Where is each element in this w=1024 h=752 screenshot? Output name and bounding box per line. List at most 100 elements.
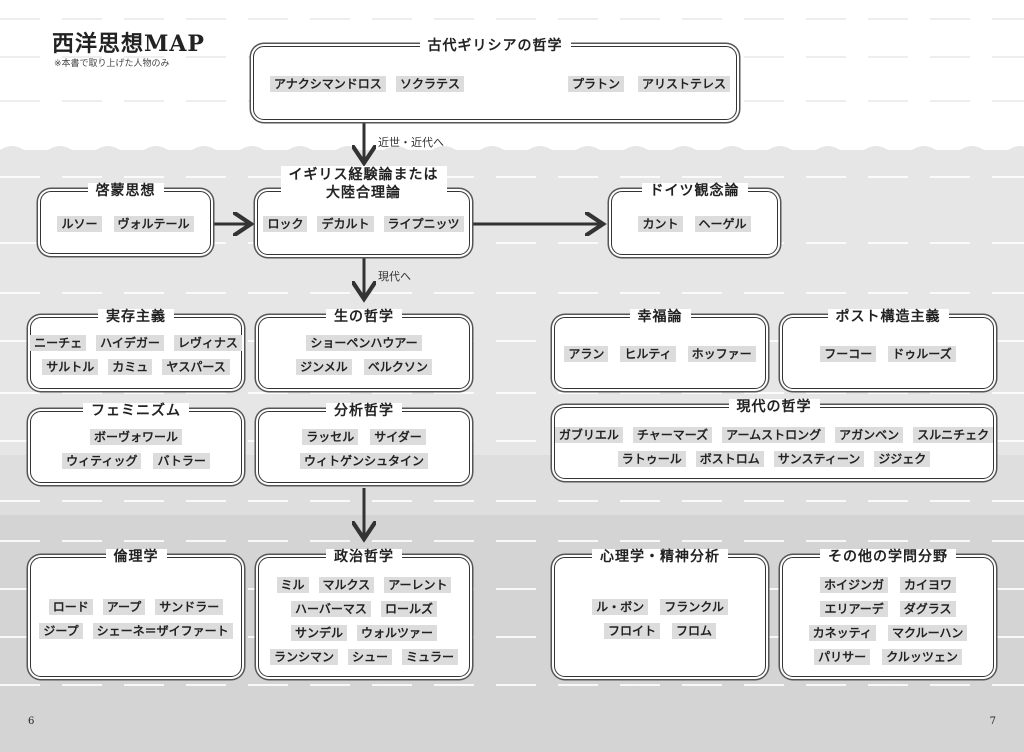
person-name: フロム bbox=[672, 623, 717, 639]
arrow-label-early-modern: 近世・近代へ bbox=[378, 136, 444, 149]
person-name: ラトゥール bbox=[617, 451, 686, 467]
decor-dashes bbox=[0, 18, 1024, 20]
person-name: デカルト bbox=[317, 216, 374, 232]
person-name: アープ bbox=[102, 599, 146, 615]
arrow-label-contemporary: 現代へ bbox=[378, 270, 411, 283]
person-name: フーコー bbox=[820, 346, 877, 362]
person-name: ヒルティ bbox=[620, 346, 676, 362]
box-title: 政治哲学 bbox=[326, 549, 402, 565]
person-name: シェーネ＝ザイファート bbox=[92, 623, 233, 639]
box-title: イギリス経験論または bbox=[288, 167, 439, 183]
person-name: ミル bbox=[276, 577, 309, 593]
person-name: サルトル bbox=[42, 359, 99, 375]
decor-dashes bbox=[0, 540, 1024, 542]
box-contemporary-philosophy: 現代の哲学 ガブリエル チャーマーズ アームストロング アガンベン スルニチェク… bbox=[554, 399, 994, 479]
person-name: ジジェク bbox=[874, 451, 931, 467]
box-title: 大陸合理論 bbox=[326, 185, 401, 201]
box-ethics: 倫理学 ロード アープ サンドラー ジープ シェーネ＝ザイファート bbox=[30, 549, 242, 677]
person-name: レヴィナス bbox=[173, 335, 242, 351]
box-title: 分析哲学 bbox=[326, 403, 402, 419]
person-name: ルソー bbox=[57, 216, 102, 232]
person-name: ガブリエル bbox=[554, 427, 623, 443]
person-name: クルッツェン bbox=[882, 649, 962, 665]
person-name: スルニチェク bbox=[913, 427, 994, 443]
person-name: アガンベン bbox=[835, 427, 904, 443]
person-name: サンスティーン bbox=[773, 451, 865, 467]
box-title: 倫理学 bbox=[105, 549, 167, 565]
box-enlightenment: 啓蒙思想 ルソー ヴォルテール bbox=[40, 183, 211, 254]
box-ancient-greek: 古代ギリシアの哲学 アナクシマンドロス ソクラテス プラトン アリストテレス bbox=[253, 38, 737, 120]
page-subtitle: ※本書で取り上げた人物のみ bbox=[54, 59, 170, 69]
box-existentialism: 実存主義 ニーチェ ハイデガー レヴィナス サルトル カミュ ヤスパース bbox=[30, 309, 242, 389]
decor-dashes bbox=[0, 684, 1024, 686]
box-analytic-philosophy: 分析哲学 ラッセル サイダー ウィトゲンシュタイン bbox=[258, 403, 470, 483]
person-name: ニーチェ bbox=[30, 335, 87, 351]
decor-dashes bbox=[0, 292, 1024, 294]
person-name: サイダー bbox=[370, 429, 426, 445]
person-name: ボーヴォワール bbox=[89, 429, 182, 445]
person-name: プラトン bbox=[568, 76, 625, 92]
page-title: 西洋思想MAP bbox=[52, 31, 205, 57]
person-name: カイヨワ bbox=[900, 577, 957, 593]
person-name: アームストロング bbox=[722, 427, 826, 443]
box-german-idealism: ドイツ観念論 カント ヘーゲル bbox=[611, 183, 778, 255]
person-name: シュー bbox=[347, 649, 392, 665]
box-poststructuralism: ポスト構造主義 フーコー ドゥルーズ bbox=[782, 309, 994, 389]
decor-dashes bbox=[0, 242, 1024, 244]
box-title: 啓蒙思想 bbox=[87, 183, 164, 199]
person-name: サンデル bbox=[290, 625, 347, 641]
person-name: ウィティッグ bbox=[62, 453, 142, 469]
person-name: ウォルツァー bbox=[357, 625, 438, 641]
decor-dashes bbox=[0, 588, 1024, 590]
person-name: アリストテレス bbox=[638, 76, 731, 92]
box-title: 古代ギリシアの哲学 bbox=[419, 38, 571, 54]
person-name: ジンメル bbox=[296, 359, 352, 375]
person-name: ハイデガー bbox=[96, 335, 164, 351]
person-name: カネッティ bbox=[808, 625, 876, 641]
box-psychology: 心理学・精神分析 ル・ボン フランクル フロイト フロム bbox=[554, 549, 766, 677]
person-name: アラン bbox=[564, 346, 609, 362]
box-empiricism-rationalism: イギリス経験論または 大陸合理論 ロック デカルト ライプニッツ bbox=[257, 166, 470, 255]
person-name: ラッセル bbox=[302, 429, 359, 445]
person-name: パリサー bbox=[814, 649, 871, 665]
person-name: カミュ bbox=[108, 359, 153, 375]
box-title: 心理学・精神分析 bbox=[592, 549, 728, 565]
person-name: ホイジンガ bbox=[819, 577, 888, 593]
person-name: エリアーデ bbox=[820, 601, 888, 617]
person-name: マクルーハン bbox=[887, 625, 968, 641]
person-name: ヴォルテール bbox=[113, 216, 194, 232]
person-name: ヘーゲル bbox=[694, 216, 751, 232]
person-name: バトラー bbox=[153, 453, 210, 469]
person-name: ライプニッツ bbox=[383, 216, 464, 232]
box-title: ポスト構造主義 bbox=[827, 309, 949, 325]
decor-dashes bbox=[0, 176, 1024, 178]
decor-dashes bbox=[0, 392, 1024, 394]
person-name: ボストロム bbox=[695, 451, 764, 467]
person-name: ランシマン bbox=[269, 649, 338, 665]
person-name: ハーバーマス bbox=[291, 601, 371, 617]
person-name: カント bbox=[638, 216, 683, 232]
person-name: アーレント bbox=[384, 577, 452, 593]
box-philosophy-of-life: 生の哲学 ショーペンハウアー ジンメル ベルクソン bbox=[258, 309, 470, 389]
box-title: その他の学問分野 bbox=[820, 549, 956, 565]
person-name: サンドラー bbox=[155, 599, 224, 615]
person-name: フロイト bbox=[603, 623, 660, 639]
person-name: ル・ボン bbox=[592, 599, 649, 615]
wave-divider bbox=[0, 146, 1024, 158]
person-name: ソクラテス bbox=[396, 76, 465, 92]
decor-dashes bbox=[0, 340, 1024, 342]
person-name: ロード bbox=[48, 599, 93, 615]
person-name: チャーマーズ bbox=[632, 427, 713, 443]
box-title: 幸福論 bbox=[629, 309, 691, 325]
person-name: ロック bbox=[263, 216, 308, 232]
person-name: ダグラス bbox=[899, 601, 956, 617]
person-name: ショーペンハウアー bbox=[306, 335, 422, 351]
person-name: ベルクソン bbox=[363, 359, 432, 375]
box-other-fields: その他の学問分野 ホイジンガ カイヨワ エリアーデ ダグラス カネッティ マクル… bbox=[782, 549, 994, 677]
person-name: アナクシマンドロス bbox=[270, 76, 386, 92]
decor-dashes bbox=[0, 636, 1024, 638]
person-name: フランクル bbox=[660, 599, 728, 615]
box-feminism: フェミニズム ボーヴォワール ウィティッグ バトラー bbox=[30, 403, 242, 483]
person-name: ホッファー bbox=[687, 346, 756, 362]
